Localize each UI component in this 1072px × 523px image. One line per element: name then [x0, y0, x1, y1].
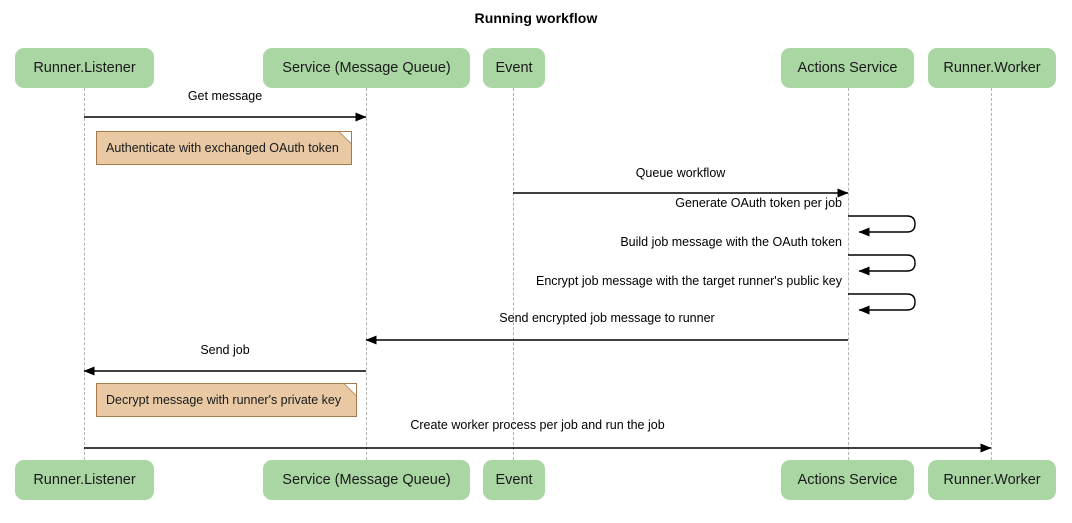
participant-label: Runner.Listener: [33, 472, 136, 488]
self-message-3: [848, 215, 916, 237]
lifeline-event: [513, 88, 514, 460]
participant-footer-event[interactable]: Event: [483, 460, 545, 500]
note-fold-inner: [345, 384, 356, 395]
participant-label: Service (Message Queue): [282, 472, 451, 488]
note-decrypt: Decrypt message with runner's private ke…: [96, 383, 357, 417]
participant-header-service-message-queue[interactable]: Service (Message Queue): [263, 48, 470, 88]
participant-label: Runner.Listener: [33, 60, 136, 76]
participant-label: Event: [495, 472, 533, 488]
page-title: Running workflow: [474, 10, 598, 26]
lifeline-actions-service: [848, 88, 849, 460]
note-text: Authenticate with exchanged OAuth token: [106, 141, 339, 155]
message-label-3: Generate OAuth token per job: [675, 196, 842, 210]
participant-footer-runner-worker[interactable]: Runner.Worker: [928, 460, 1056, 500]
message-label-2: Queue workflow: [635, 166, 726, 180]
lifeline-runner-worker: [991, 88, 992, 460]
participant-label: Runner.Worker: [943, 60, 1041, 76]
participant-label: Service (Message Queue): [282, 60, 451, 76]
message-label-8: Create worker process per job and run th…: [410, 418, 665, 432]
participant-footer-service-message-queue[interactable]: Service (Message Queue): [263, 460, 470, 500]
message-label-6: Send encrypted job message to runner: [499, 311, 715, 325]
participant-header-event[interactable]: Event: [483, 48, 545, 88]
message-label-1: Get message: [187, 89, 263, 103]
message-label-7: Send job: [200, 343, 250, 357]
participant-footer-actions-service[interactable]: Actions Service: [781, 460, 914, 500]
lifeline-service-message-queue: [366, 88, 367, 460]
note-fold-inner: [340, 132, 351, 143]
self-message-5: [848, 293, 916, 315]
message-label-5: Encrypt job message with the target runn…: [535, 274, 842, 288]
participant-header-runner-listener[interactable]: Runner.Listener: [15, 48, 154, 88]
participant-label: Actions Service: [797, 472, 898, 488]
participant-label: Actions Service: [797, 60, 898, 76]
lifeline-runner-listener: [84, 88, 85, 460]
participant-header-runner-worker[interactable]: Runner.Worker: [928, 48, 1056, 88]
note-authenticate: Authenticate with exchanged OAuth token: [96, 131, 352, 165]
message-label-4: Build job message with the OAuth token: [620, 235, 842, 249]
participant-label: Event: [495, 60, 533, 76]
participant-header-actions-service[interactable]: Actions Service: [781, 48, 914, 88]
participant-footer-runner-listener[interactable]: Runner.Listener: [15, 460, 154, 500]
participant-label: Runner.Worker: [943, 472, 1041, 488]
note-text: Decrypt message with runner's private ke…: [106, 393, 342, 407]
self-message-4: [848, 254, 916, 276]
